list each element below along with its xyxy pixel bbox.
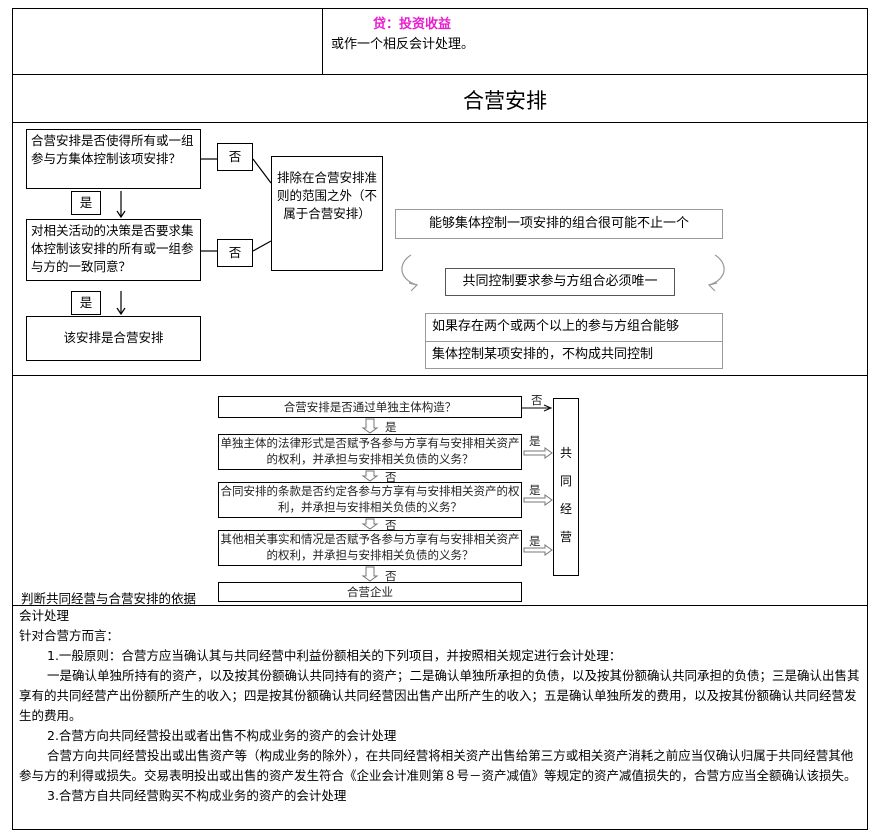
principle-2-body: 合营方向共同经营投出或出售资产等（构成业务的除外），在共同经营将相关资产出售给第… <box>19 748 857 783</box>
note-line-1: 如果存在两个或两个以上的参与方组合能够 <box>432 319 680 334</box>
classification-flowchart: 合营安排是否通过单独主体构造？ 单独主体的法律形式是否赋予各参与方享有与安排相关… <box>13 376 867 606</box>
no-label-legal: 否 <box>385 470 397 484</box>
question-unanimous-consent: 对相关活动的决策是否要求集体控制该安排的所有或一组参与方的一致同意？ <box>26 219 201 281</box>
credit-entry: 贷：投资收益 <box>373 17 452 32</box>
content-table: 贷：投资收益 或作一个相反会计处理。 合营安排 合营安排是否使得所有或一组参与方… <box>12 8 868 830</box>
question-separate-vehicle: 合营安排是否通过单独主体构造？ <box>218 396 522 418</box>
section-title: 合营安排 <box>463 89 547 113</box>
principle-1-body: 一是确认单独所持有的资产，以及按其份额确认共同持有的资产；二是确认单独所承担的负… <box>19 668 860 723</box>
question-collective-control: 合营安排是否使得所有或一组参与方集体控制该项安排？ <box>26 129 201 189</box>
basis-caption: 判断共同经营与合营安排的依据 <box>21 591 197 606</box>
result-joint-venture: 合营企业 <box>218 582 522 602</box>
entry-left-cell <box>13 9 323 75</box>
accounting-for-party: 针对合营方而言： <box>19 628 120 643</box>
joint-operation-label: 共同经营 <box>559 446 572 544</box>
result-joint-arrangement: 该安排是合营安排 <box>26 316 201 361</box>
classification-arrows <box>361 404 553 582</box>
question-contract-terms: 合同安排的条款是否约定各参与方享有与安排相关资产的权利，并承担与安排相关负债的义… <box>218 482 522 518</box>
principle-3-title: 3.合营方自共同经营购买不构成业务的资产的会计处理 <box>47 788 347 803</box>
curved-arrows <box>401 254 725 292</box>
no-label-top: 否 <box>531 393 543 407</box>
principle-1-title: 1.一般原则：合营方应当确认其与共同经营中利益份额相关的下列项目，并按照相关规定… <box>47 648 622 663</box>
yes-label-2: 是 <box>71 291 101 315</box>
flowchart-arrows <box>116 158 725 316</box>
joint-control-flowchart: 合营安排是否使得所有或一组参与方集体控制该项安排？ 否 是 对相关活动的决策是否… <box>13 123 867 376</box>
title-row: 合营安排 <box>13 75 867 123</box>
yes-label-other: 是 <box>529 534 541 548</box>
note-unique-combination: 共同控制要求参与方组合必须唯一 <box>445 268 675 296</box>
accounting-heading: 会计处理 <box>19 608 70 623</box>
question-legal-form: 单独主体的法律形式是否赋予各参与方享有与安排相关资产的权利，并承担与安排相关负债… <box>218 434 522 470</box>
note-multiple-combinations: 能够集体控制一项安排的组合很可能不止一个 <box>395 209 723 239</box>
reverse-note: 或作一个相反会计处理。 <box>331 37 475 52</box>
yes-label-legal: 是 <box>529 434 541 448</box>
no-label-1: 否 <box>217 143 253 171</box>
yes-label-contract: 是 <box>529 483 541 497</box>
exclusion-box: 排除在合营安排准则的范围之外（不属于合营安排） <box>271 156 383 271</box>
principle-2-title: 2.合营方向共同经营投出或者出售不构成业务的资产的会计处理 <box>47 728 397 743</box>
no-label-other: 否 <box>385 569 397 583</box>
result-joint-operation: 共同经营 <box>553 398 579 576</box>
no-label-contract: 否 <box>385 518 397 532</box>
yes-label-down: 是 <box>385 420 397 434</box>
yes-label-1: 是 <box>71 191 101 215</box>
no-label-2: 否 <box>217 239 253 267</box>
note-divider <box>426 341 722 342</box>
note-line-2: 集体控制某项安排的，不构成共同控制 <box>432 347 654 362</box>
entry-row: 贷：投资收益 或作一个相反会计处理。 <box>13 9 867 75</box>
question-other-facts: 其他相关事实和情况是否赋予各参与方享有与安排相关资产的权利，并承担与安排相关负债… <box>218 530 522 566</box>
accounting-section: 会计处理 针对合营方而言： 1.一般原则：合营方应当确认其与共同经营中利益份额相… <box>13 606 867 830</box>
note-no-joint-control: 如果存在两个或两个以上的参与方组合能够 集体控制某项安排的，不构成共同控制 <box>425 313 723 369</box>
